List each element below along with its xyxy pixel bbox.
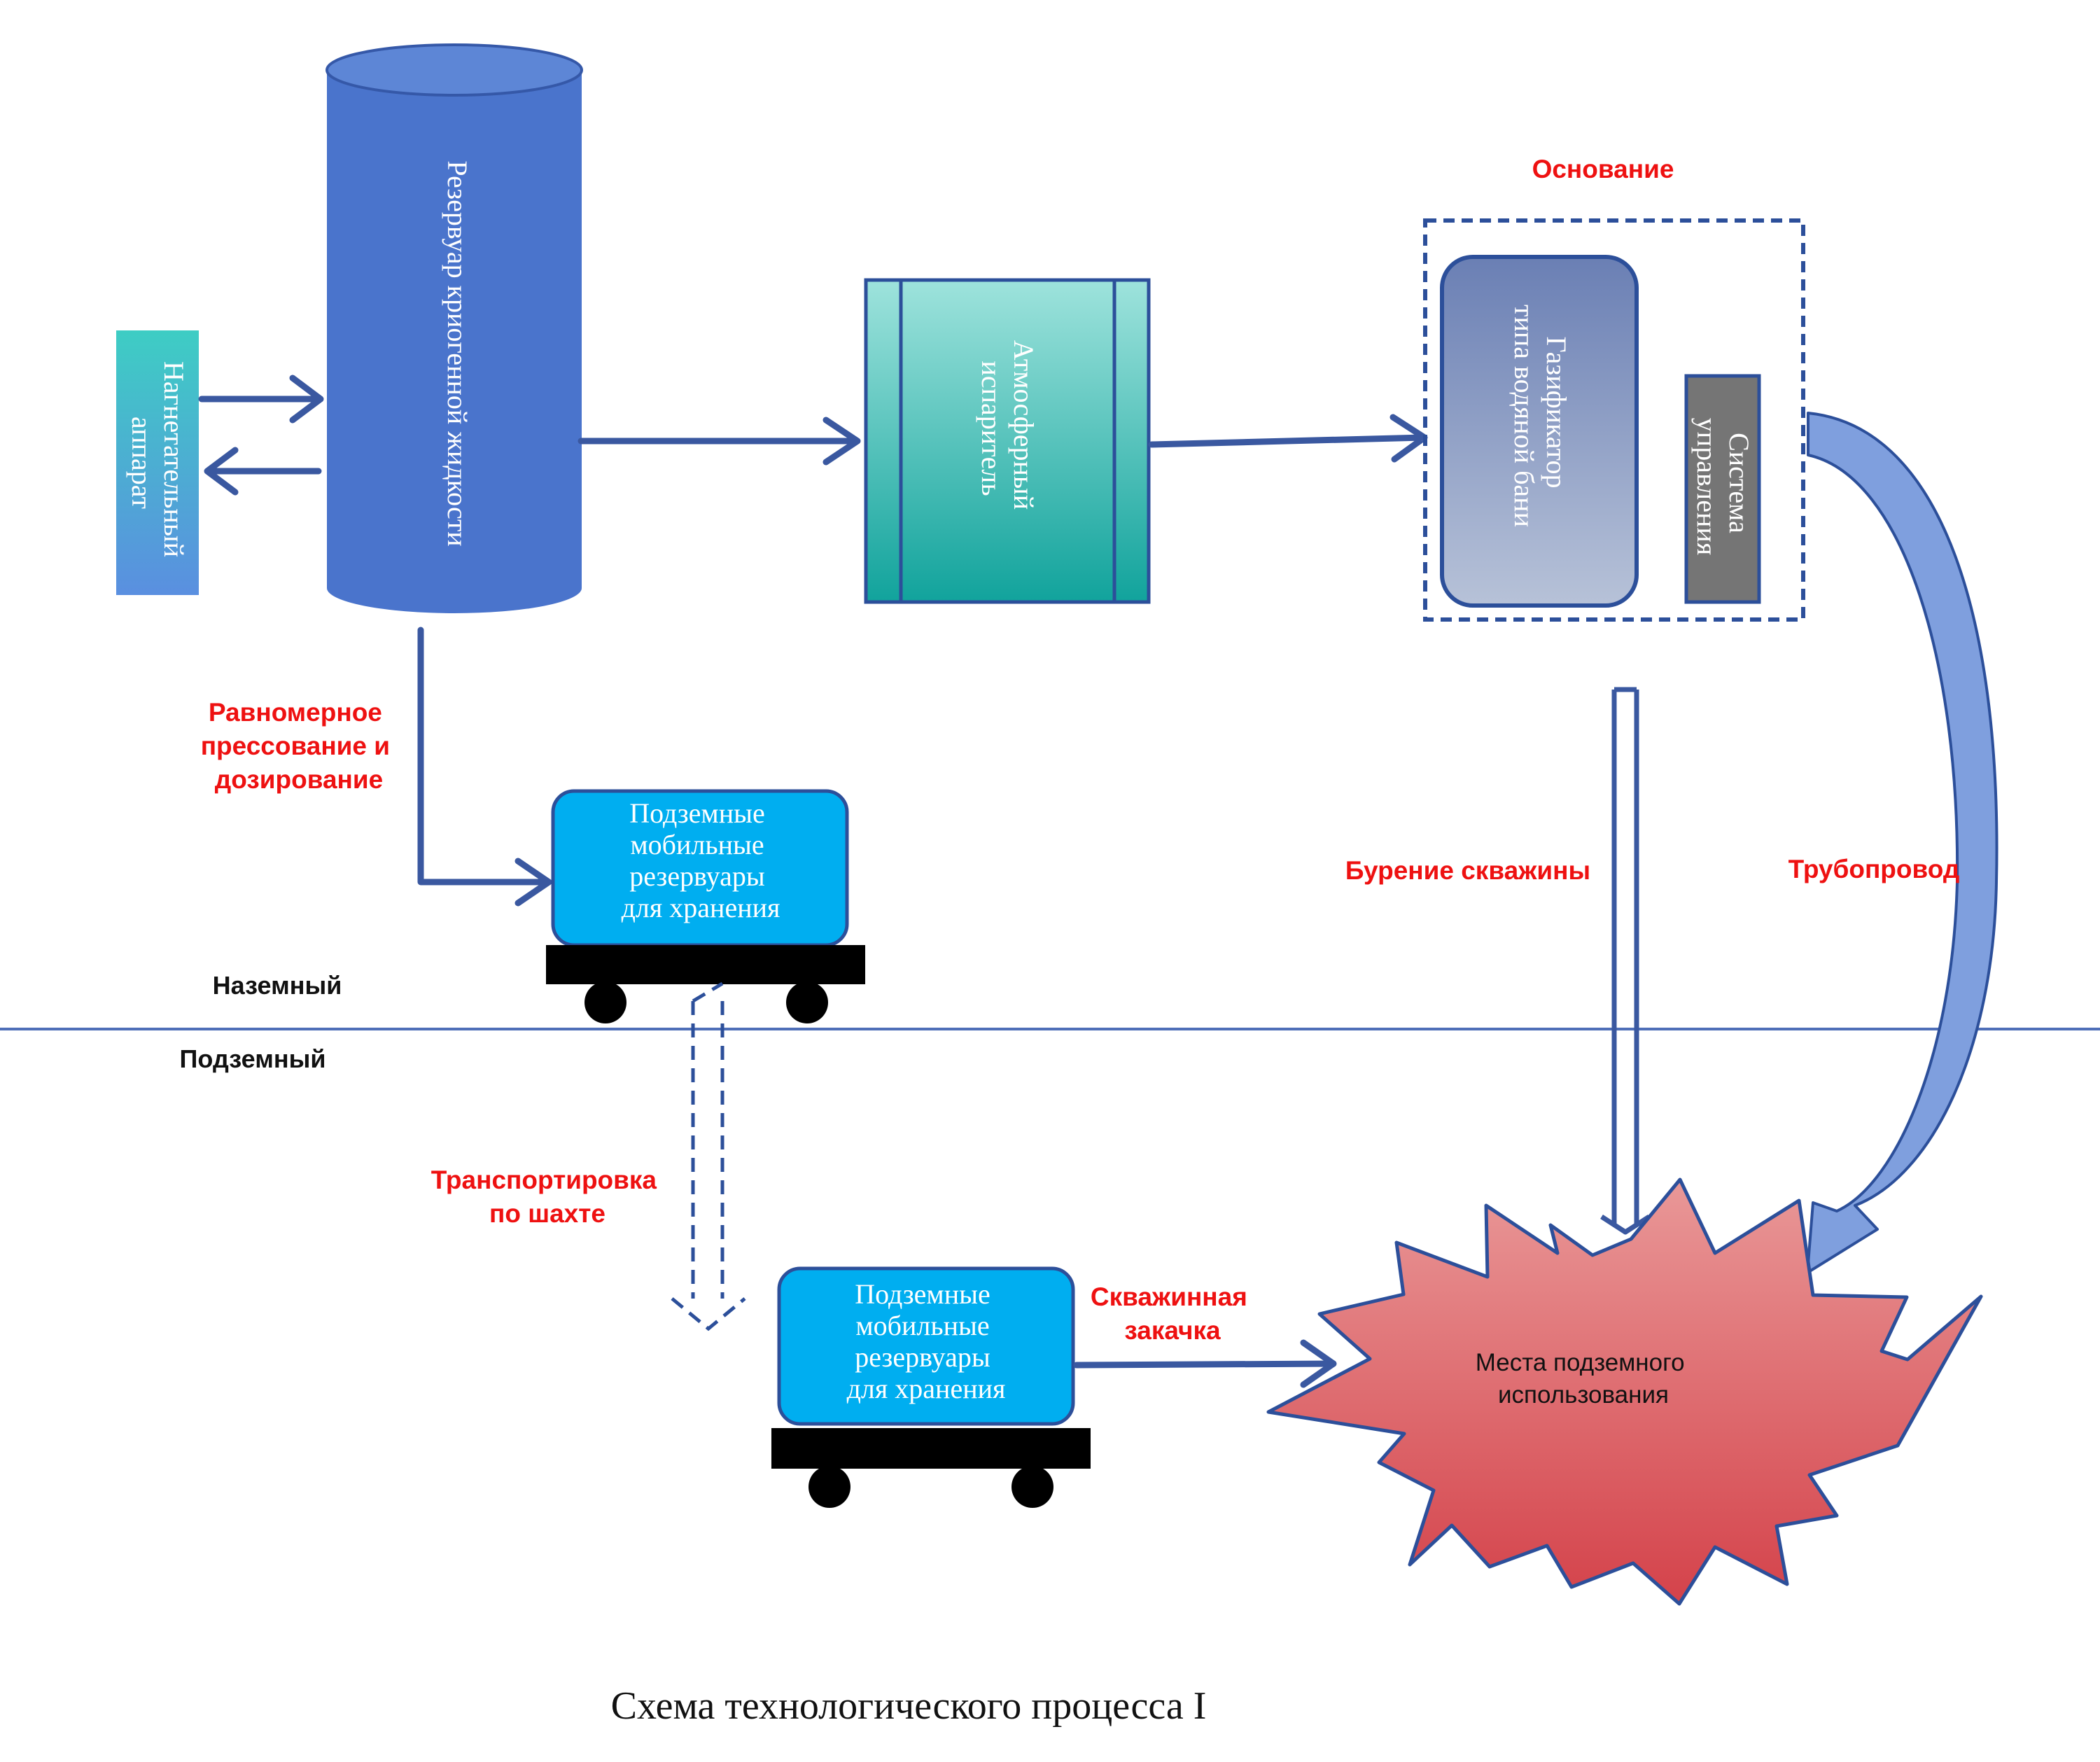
surface-storage-tank: Подземные мобильные резервуары для хране… [546, 789, 865, 1023]
drilling-arrow [1600, 687, 1651, 1235]
surface-tank-label-line2: мобильные [630, 829, 764, 860]
pressing-label-line2: прессование и [201, 732, 390, 760]
svg-text:Система управления: Система управления [1691, 418, 1755, 555]
svg-text:Подземные мобильные: Подземные мобильные резервуары для хране… [622, 797, 780, 923]
pipeline-arrow [1806, 412, 1998, 1274]
underground-tank-label-line3: резервуары [855, 1341, 990, 1373]
shaft-label-line2: по шахте [489, 1199, 606, 1228]
base-label: Основание [1532, 155, 1674, 183]
ground-label: Наземный [213, 971, 342, 1000]
control-system-node: Система управления [1684, 374, 1761, 604]
svg-text:Нагнетательный аппарат: Нагнетательный аппарат [126, 361, 190, 564]
injector-label-line1: Нагнетательный [158, 361, 190, 557]
underground-storage-tank: Подземные мобильные резервуары для хране… [771, 1266, 1091, 1508]
arrow-storage-to-usage-site [1073, 1339, 1337, 1388]
underground-label: Подземный [180, 1044, 326, 1073]
underground-tank-label-line4: для хранения [847, 1373, 1006, 1404]
surface-tank-label-line3: резервуары [629, 860, 764, 892]
pressing-label-line3: дозирование [215, 765, 383, 794]
gasifier-label-line2: типа водяной бани [1508, 305, 1540, 527]
gasifier-node: Газификатор типа водяной бани [1440, 255, 1639, 608]
pipeline-label: Трубопровод [1788, 855, 1960, 883]
evaporator-label-line1: Атмосферный [1008, 340, 1040, 510]
svg-text:Атмосферный испаритель: Атмосферный испаритель [976, 340, 1040, 517]
evaporator-label-line2: испаритель [976, 361, 1007, 496]
underground-tank-label-line2: мобильные [855, 1310, 989, 1341]
usage-site-starburst: Места подземного использования [1266, 1177, 1983, 1606]
usage-site-label-line1: Места подземного [1476, 1349, 1685, 1376]
gasifier-label-line1: Газификатор [1541, 337, 1572, 489]
atmospheric-evaporator-node: Атмосферный испаритель [864, 278, 1151, 604]
surface-tank-label-line1: Подземные [629, 797, 764, 829]
injector-node: Нагнетательный аппарат [116, 330, 199, 595]
underground-tank-label-line1: Подземные [855, 1278, 990, 1310]
svg-text:Подземные мобильные: Подземные мобильные резервуары для хране… [847, 1278, 1006, 1404]
injection-label-line1: Скважинная [1091, 1282, 1247, 1311]
arrow-tank-to-injector [204, 447, 322, 496]
arrow-tank-to-evaporator [578, 417, 861, 466]
usage-site-label-line2: использования [1498, 1381, 1669, 1408]
injection-label-line2: закачка [1124, 1316, 1221, 1345]
control-label-line2: управления [1691, 418, 1723, 555]
shaft-transport-arrow [671, 981, 746, 1331]
surface-tank-label-line4: для хранения [622, 892, 780, 923]
arrow-evaporator-to-gasifier [1148, 414, 1428, 463]
injection-label: Скважинная закачка [1091, 1282, 1254, 1345]
svg-text:Газификатор типа водяной: Газификатор типа водяной бани [1508, 305, 1572, 527]
shaft-label: Транспортировка по шахте [431, 1166, 664, 1228]
control-label-line1: Система [1723, 433, 1755, 533]
drilling-label: Бурение скважины [1345, 856, 1590, 885]
pressing-label: Равномерное прессование и дозирование [201, 698, 398, 794]
base-frame [1423, 218, 1805, 622]
diagram-caption: Схема технологического процесса I [611, 1684, 1207, 1728]
svg-text:Места подземного использ: Места подземного использования [1476, 1349, 1692, 1408]
arrow-tank-to-surface-storage [417, 627, 552, 907]
cryo-tank-node: Резервуар криогенной жидкости [326, 43, 583, 613]
arrow-injector-to-tank [198, 375, 324, 424]
pressing-label-line1: Равномерное [209, 698, 382, 727]
shaft-label-line1: Транспортировка [431, 1166, 657, 1194]
cryo-tank-label: Резервуар криогенной жидкости [442, 160, 473, 546]
injector-label-line2: аппарат [126, 417, 158, 509]
